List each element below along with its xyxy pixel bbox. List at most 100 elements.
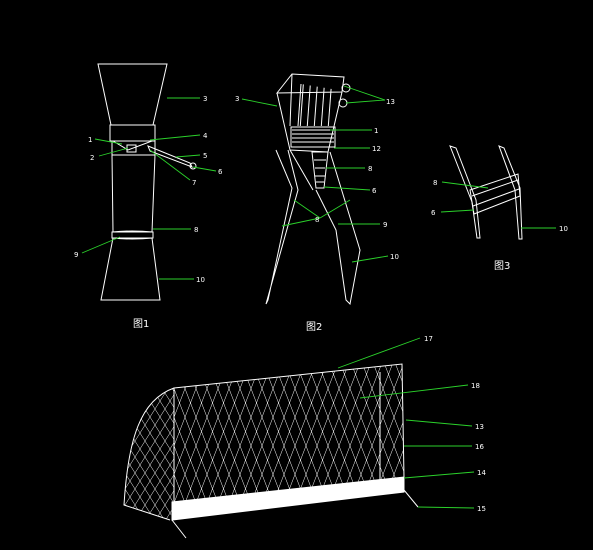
fig1-label-3: 3 — [203, 95, 207, 103]
mesh-strand — [382, 364, 404, 502]
mesh-strand — [134, 388, 174, 520]
fig2-plate — [290, 126, 336, 148]
fig3-caption: 图3 — [494, 260, 510, 272]
mesh-strand — [227, 364, 285, 502]
mesh-strand — [206, 364, 264, 502]
mesh-strand — [294, 364, 352, 502]
mesh-strand — [124, 388, 174, 520]
mesh-strand — [8, 360, 64, 505]
mesh-strand — [315, 364, 373, 502]
fig1-tray-slope — [112, 140, 153, 151]
fig1-label-5: 5 — [203, 152, 207, 160]
fig2-label-12: 12 — [372, 145, 381, 153]
mesh-strand — [194, 364, 252, 502]
fig1-leaders — [81, 97, 217, 280]
mesh-strand — [52, 360, 108, 505]
mesh-strand — [216, 364, 274, 502]
figure-2: 3 13 1 12 8 6 8 9 10 图2 — [235, 73, 399, 333]
fig1-label-4: 4 — [203, 132, 208, 140]
fig3-frame-rail — [471, 179, 519, 197]
mesh-strand — [124, 388, 156, 520]
fig2-label-8b: 8 — [315, 216, 319, 224]
mesh-strand — [174, 364, 231, 502]
mesh-strand — [174, 364, 220, 502]
fig2-label-13: 13 — [386, 98, 395, 106]
fig2-hopper-top — [275, 73, 345, 94]
mesh-strand — [85, 360, 141, 505]
fig4-label-16: 16 — [475, 443, 484, 451]
mesh-strand — [405, 360, 461, 505]
mesh-strand — [492, 360, 548, 505]
mesh-strand — [548, 360, 593, 505]
fig2-hopper-edge — [289, 73, 293, 127]
fig1-caption: 图1 — [133, 318, 149, 330]
mesh-strand — [438, 360, 494, 505]
fig4-stand-left — [171, 519, 187, 539]
mesh-strand — [482, 360, 538, 505]
fig2-plate-mesh — [292, 129, 334, 143]
mesh-strand — [415, 360, 471, 505]
mesh-strand — [124, 388, 131, 520]
fig1-tray — [109, 124, 156, 142]
fig2-brace — [289, 149, 314, 191]
fig2-label-6: 6 — [372, 187, 377, 195]
mesh-strand — [261, 364, 319, 502]
mesh-strand — [124, 388, 174, 520]
mesh-strand — [174, 364, 175, 502]
fig4-label-15: 15 — [477, 505, 486, 513]
mesh-strand — [183, 364, 241, 502]
mesh-strand — [74, 360, 130, 505]
fig1-label-8: 8 — [194, 226, 198, 234]
fig2-hopper-inner — [297, 83, 302, 127]
fig1-lower-body — [111, 154, 156, 233]
mesh-strand — [124, 388, 174, 520]
figure-3: 8 6 10 图3 — [431, 145, 568, 272]
mesh-strand — [403, 364, 404, 502]
mesh-strand — [437, 360, 493, 505]
mesh-strand — [124, 388, 174, 520]
mesh-strand — [174, 364, 209, 502]
fig4-label-18: 18 — [471, 382, 480, 390]
mesh-strand — [0, 360, 20, 505]
mesh-strand — [64, 360, 120, 505]
mesh-strand — [481, 360, 537, 505]
mesh-strand — [537, 360, 593, 505]
mesh-strand — [41, 360, 97, 505]
fig1-label-9: 9 — [74, 251, 78, 259]
mesh-strand — [24, 385, 110, 522]
mesh-strand — [14, 385, 100, 522]
mesh-strand — [174, 364, 198, 502]
mesh-strand — [63, 360, 119, 505]
mesh-strand — [217, 364, 275, 502]
fig3-label-6: 6 — [431, 209, 436, 217]
figure-1: 1 2 3 4 5 6 7 8 9 10 图1 — [74, 63, 223, 330]
mesh-strand — [19, 360, 75, 505]
mesh-strand — [124, 388, 136, 520]
mesh-strand — [174, 364, 230, 502]
mesh-strand — [30, 360, 86, 505]
mesh-strand — [293, 364, 351, 502]
mesh-strand — [31, 360, 87, 505]
fig2-label-9: 9 — [383, 221, 387, 229]
mesh-strand — [305, 364, 363, 502]
fig4-label-17: 17 — [424, 335, 433, 343]
fig1-chute — [147, 145, 194, 168]
fig1-wheel — [189, 162, 197, 170]
fig3-frame — [469, 173, 521, 215]
mesh-strand — [0, 385, 60, 522]
fig2-hopper-body — [276, 91, 343, 153]
fig2-left-leg — [265, 149, 299, 305]
mesh-strand — [272, 364, 330, 502]
fig2-caption: 图2 — [306, 321, 322, 333]
mesh-strand — [97, 360, 153, 505]
mesh-strand — [503, 360, 559, 505]
mesh-strand — [0, 360, 53, 505]
mesh-strand — [42, 360, 98, 505]
mesh-strand — [239, 364, 297, 502]
fig4-base-board — [171, 476, 405, 521]
mesh-strand — [0, 360, 31, 505]
fig1-label-10: 10 — [196, 276, 205, 284]
mesh-strand — [96, 360, 152, 505]
mesh-strand — [459, 360, 515, 505]
mesh-strand — [154, 388, 174, 520]
